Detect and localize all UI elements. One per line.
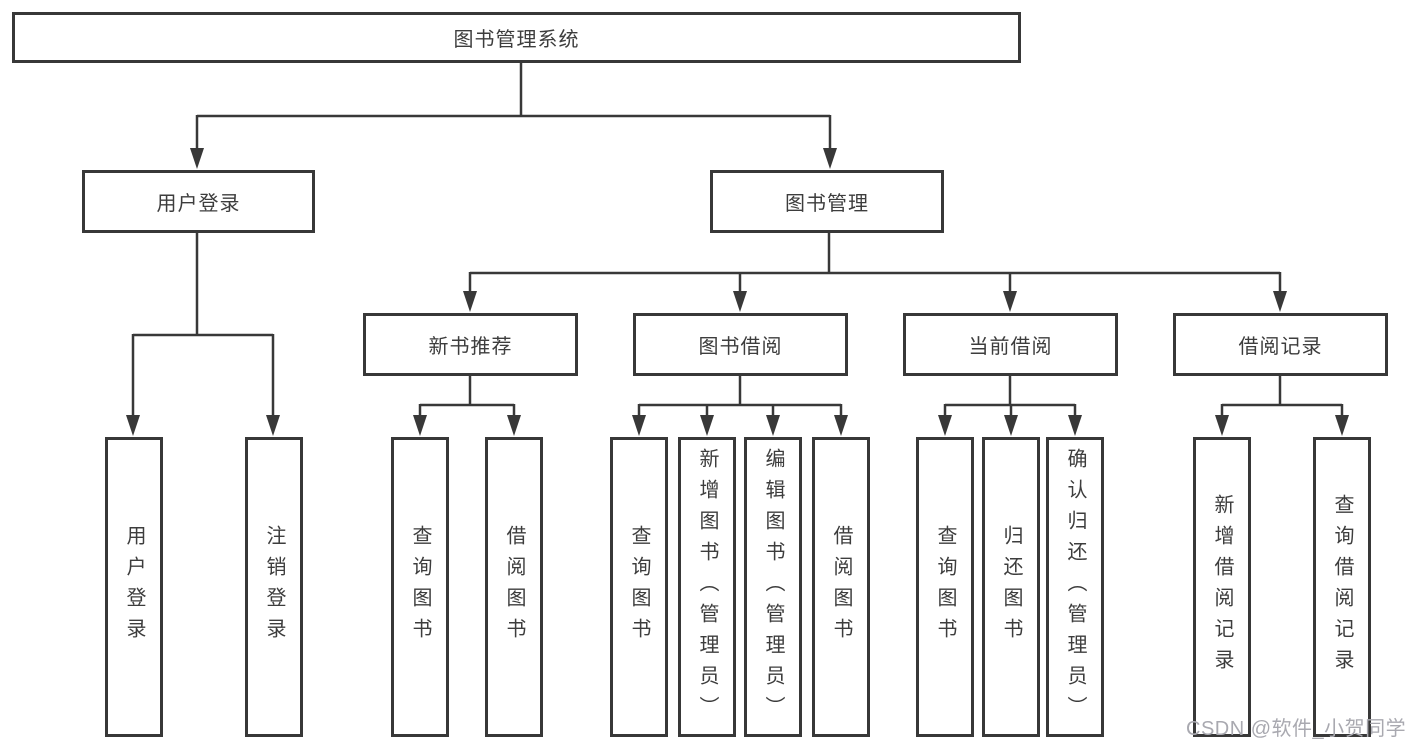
node-user-login: 用户登录 — [82, 170, 315, 233]
node-label: 查询借阅记录 — [1331, 494, 1353, 680]
node-label: 确认归还（管理员） — [1064, 447, 1086, 727]
node-label: 新增借阅记录 — [1211, 494, 1233, 680]
node-borrowing-records: 借阅记录 — [1173, 313, 1388, 376]
node-label: 用户登录 — [123, 525, 145, 649]
leaf-edit-book-admin: 编辑图书（管理员） — [744, 437, 802, 737]
node-label: 图书借阅 — [698, 336, 783, 358]
node-new-book-recommendation: 新书推荐 — [363, 313, 578, 376]
node-current-borrowing: 当前借阅 — [903, 313, 1118, 376]
leaf-user-login: 用户登录 — [105, 437, 163, 737]
node-library-management-system: 图书管理系统 — [12, 12, 1021, 63]
node-label: 查询图书 — [628, 525, 650, 649]
node-label: 查询图书 — [409, 525, 431, 649]
node-label: 图书管理系统 — [453, 29, 580, 51]
leaf-confirm-return-admin: 确认归还（管理员） — [1046, 437, 1104, 737]
node-label: 图书管理 — [785, 193, 869, 215]
node-label: 借阅记录 — [1238, 336, 1323, 358]
csdn-watermark: CSDN @软件_小贺同学 — [1186, 718, 1405, 740]
leaf-query-borrow-record: 查询借阅记录 — [1313, 437, 1371, 737]
node-book-borrowing: 图书借阅 — [633, 313, 848, 376]
node-book-management: 图书管理 — [710, 170, 944, 233]
node-label: 注销登录 — [263, 525, 285, 649]
node-label: 编辑图书（管理员） — [762, 447, 784, 727]
leaf-query-books-recommend: 查询图书 — [391, 437, 449, 737]
node-label: 查询图书 — [934, 525, 956, 649]
node-label: 新书推荐 — [428, 336, 513, 358]
leaf-logout: 注销登录 — [245, 437, 303, 737]
leaf-query-books-borrowing: 查询图书 — [610, 437, 668, 737]
node-label: 新增图书（管理员） — [696, 447, 718, 727]
node-label: 用户登录 — [156, 193, 241, 215]
node-label: 归还图书 — [1000, 525, 1022, 649]
node-label: 借阅图书 — [830, 525, 852, 649]
leaf-return-book: 归还图书 — [982, 437, 1040, 737]
arrowheads — [126, 148, 1349, 436]
node-label: 当前借阅 — [968, 336, 1053, 358]
leaf-add-book-admin: 新增图书（管理员） — [678, 437, 736, 737]
leaf-add-borrow-record: 新增借阅记录 — [1193, 437, 1251, 737]
node-label: 借阅图书 — [503, 525, 525, 649]
leaf-borrow-books-recommend: 借阅图书 — [485, 437, 543, 737]
leaf-borrow-books-borrowing: 借阅图书 — [812, 437, 870, 737]
leaf-query-books-current: 查询图书 — [916, 437, 974, 737]
